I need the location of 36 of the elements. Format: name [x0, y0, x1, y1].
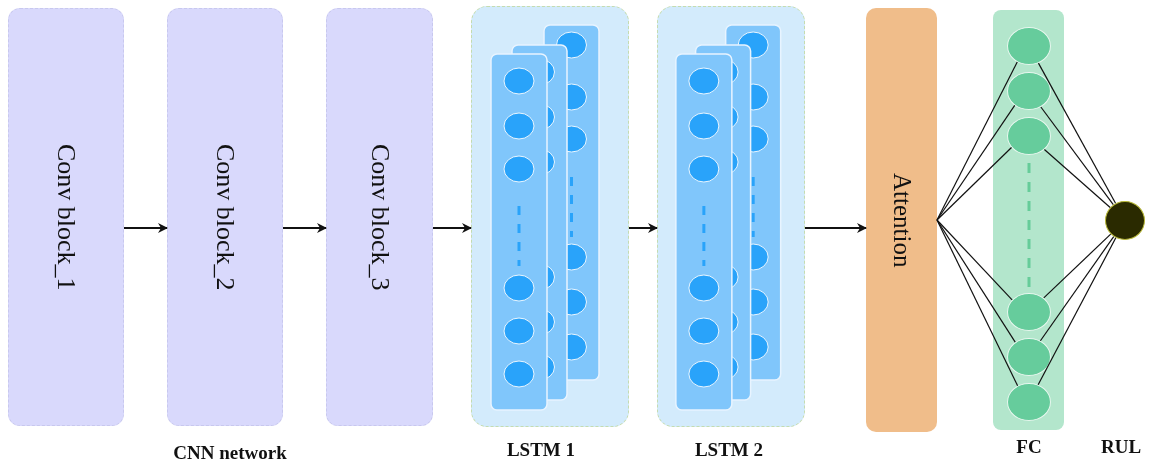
connection-line [1040, 106, 1114, 206]
conv-block [8, 8, 124, 426]
group-label: CNN network [173, 442, 287, 464]
connection-line [936, 104, 1016, 221]
connection-line [936, 219, 1019, 387]
layer-label: LSTM 2 [694, 439, 764, 461]
connection-line [1043, 233, 1112, 299]
neuron-circle [1007, 117, 1051, 155]
connection-line [1039, 236, 1115, 342]
connection-line [1037, 62, 1117, 204]
arrow [804, 223, 867, 233]
neuron-circle [1007, 293, 1051, 331]
neuron-circle [1007, 27, 1051, 65]
neuron-circle [1007, 72, 1051, 110]
layer-label: FC [1016, 436, 1042, 458]
output-neuron-circle [1105, 201, 1145, 240]
connection-line [936, 219, 1013, 301]
arrow [282, 223, 327, 233]
conv-block [167, 8, 283, 426]
layer-label: LSTM 1 [506, 439, 576, 461]
connection-line [1037, 237, 1117, 386]
connection-line [1043, 148, 1111, 209]
connection-line [936, 219, 1016, 343]
block-label: Conv block_2 [210, 143, 240, 291]
connection-line [936, 146, 1013, 221]
conv-block [326, 8, 433, 426]
group-label: RUL [1100, 436, 1142, 458]
arrow [123, 223, 168, 233]
attention-block [866, 8, 937, 432]
arrow [432, 223, 472, 233]
block-label: Attention [887, 172, 916, 268]
neuron-circle [1007, 338, 1051, 376]
arrow [628, 223, 658, 233]
neuron-circle [1007, 383, 1051, 421]
block-label: Conv block_3 [364, 143, 395, 291]
block-label: Conv block_1 [51, 143, 81, 291]
